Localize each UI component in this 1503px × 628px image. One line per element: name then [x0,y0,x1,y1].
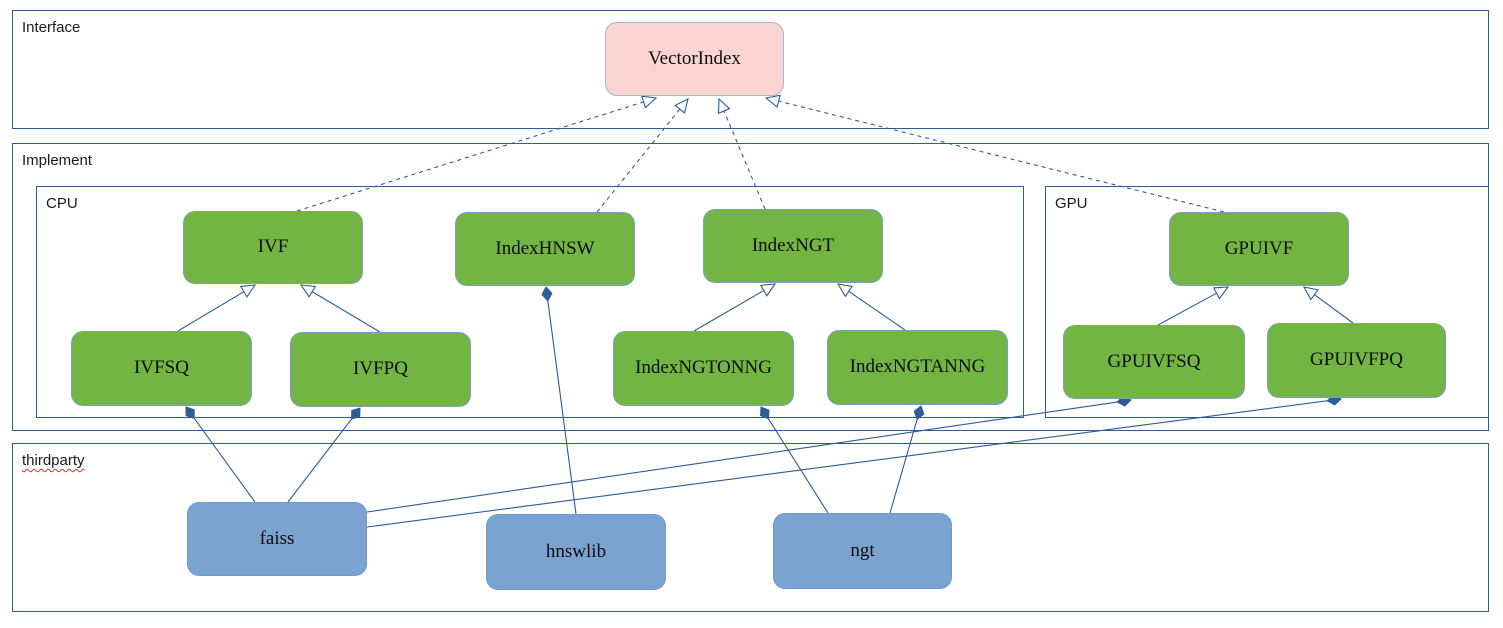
node-gpuivf[interactable]: GPUIVF [1169,212,1349,286]
node-label: IVFSQ [134,357,189,379]
node-label: ngt [850,539,875,561]
frame-label-interface: Interface [22,19,81,36]
node-indexngt[interactable]: IndexNGT [703,209,883,283]
node-faiss[interactable]: faiss [187,502,367,576]
node-label: IndexNGTANNG [849,356,986,378]
node-label: GPUIVFSQ [1107,350,1201,372]
node-gpuivfsq[interactable]: GPUIVFSQ [1063,325,1245,399]
node-label: VectorIndex [648,47,741,69]
node-ivfsq[interactable]: IVFSQ [71,331,252,406]
frame-thirdparty [12,443,1489,612]
node-label: IVF [257,236,289,258]
node-ivf[interactable]: IVF [183,211,363,284]
node-indexhnsw[interactable]: IndexHNSW [455,212,635,286]
frame-label-thirdparty: thirdparty [22,452,85,469]
node-vectorindex[interactable]: VectorIndex [605,22,784,96]
node-indexngtonng[interactable]: IndexNGTONNG [613,331,794,406]
frame-label-cpu: CPU [46,195,78,212]
node-gpuivfpq[interactable]: GPUIVFPQ [1267,323,1446,398]
node-ngt[interactable]: ngt [773,513,952,589]
node-label: IVFPQ [353,358,408,380]
node-label: hnswlib [545,540,607,562]
node-label: GPUIVFPQ [1310,349,1403,371]
node-label: IndexNGT [751,234,835,256]
frame-gpu [1045,186,1489,418]
node-hnswlib[interactable]: hnswlib [486,514,666,590]
node-ivfpq[interactable]: IVFPQ [290,332,471,407]
node-indexngtanng[interactable]: IndexNGTANNG [827,330,1008,405]
node-label: IndexHNSW [495,237,595,259]
frame-label-gpu: GPU [1055,195,1088,212]
frame-cpu [36,186,1024,418]
node-label: IndexNGTONNG [635,357,772,379]
frame-label-implement: Implement [22,152,93,169]
node-label: faiss [259,527,295,549]
frame-interface [12,10,1489,129]
node-label: GPUIVF [1224,237,1294,259]
